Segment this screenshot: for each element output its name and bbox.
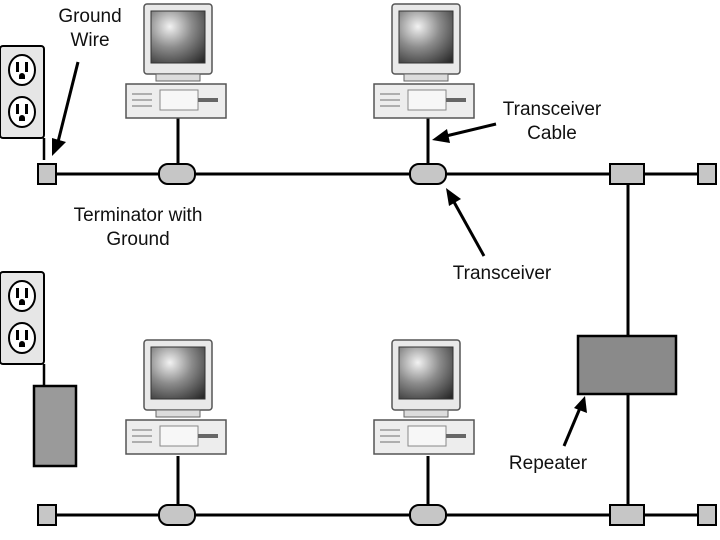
terminator-label-line2: Ground [106, 229, 170, 250]
transceiver-cable-label-line2: Cable [527, 123, 577, 144]
repeater-transceiver-icon [609, 504, 645, 526]
repeater-label: Repeater [508, 453, 588, 474]
ground-wire-label-line2: Wire [70, 30, 110, 51]
outlet-icon [0, 271, 45, 365]
repeater-transceiver-icon [609, 163, 645, 185]
transceiver-label: Transceiver [452, 263, 552, 284]
terminator-icon [697, 163, 717, 185]
terminator-label: Terminator with Ground [58, 204, 218, 252]
computer-icon [373, 339, 475, 455]
computer-icon [125, 3, 227, 119]
terminator-label-line1: Terminator with [73, 205, 203, 226]
transceiver-cable-label-line1: Transceiver [502, 99, 602, 120]
transceiver-icon [409, 163, 447, 185]
ground-wire-label: Ground Wire [50, 5, 130, 53]
outlet-icon [0, 45, 45, 139]
terminator-icon [697, 504, 717, 526]
computer-icon [373, 3, 475, 119]
transceiver-icon [409, 504, 447, 526]
transceiver-icon [158, 163, 196, 185]
computer-icon [125, 339, 227, 455]
repeater-arrow [562, 396, 587, 447]
transceiver-arrow [446, 188, 486, 257]
repeater-icon [576, 334, 678, 396]
terminator-icon [37, 163, 57, 185]
transceiver-cable-arrow [432, 122, 497, 143]
ground-cabinet [32, 384, 78, 468]
ground-wire-arrow [52, 61, 80, 156]
ground-wire-label-line1: Ground [58, 6, 122, 27]
terminator-icon [37, 504, 57, 526]
transceiver-icon [158, 504, 196, 526]
transceiver-cable-label: Transceiver Cable [490, 98, 614, 146]
